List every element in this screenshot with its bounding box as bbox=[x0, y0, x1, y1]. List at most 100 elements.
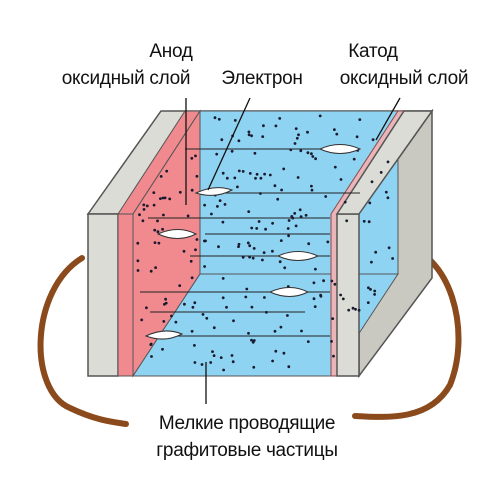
graphite-particle bbox=[142, 208, 146, 211]
graphite-particle bbox=[333, 282, 337, 286]
graphite-particle bbox=[174, 320, 178, 324]
graphite-particle bbox=[212, 326, 216, 330]
graphite-particle bbox=[203, 239, 206, 243]
graphite-particle bbox=[193, 301, 197, 305]
graphite-particle bbox=[326, 240, 330, 244]
graphite-particle bbox=[387, 246, 391, 250]
graphite-particle bbox=[136, 241, 140, 245]
graphite-particle bbox=[210, 212, 213, 216]
graphite-particle bbox=[297, 133, 300, 137]
graphite-particle bbox=[370, 180, 374, 184]
electron bbox=[318, 144, 362, 154]
graphite-particle bbox=[219, 356, 223, 359]
graphite-particle bbox=[182, 249, 186, 253]
graphite-particle bbox=[298, 208, 302, 212]
graphite-particle bbox=[252, 339, 256, 342]
graphite-particle bbox=[183, 302, 186, 306]
graphite-particle bbox=[250, 305, 254, 309]
graphite-particle bbox=[322, 279, 325, 283]
graphite-particle bbox=[178, 284, 182, 287]
graphite-particle bbox=[161, 227, 165, 231]
electron bbox=[276, 251, 320, 261]
graphite-particle bbox=[339, 293, 342, 297]
graphite-particle bbox=[276, 197, 280, 201]
graphite-particle bbox=[257, 220, 261, 223]
graphite-particle bbox=[252, 365, 256, 369]
graphite-particle bbox=[250, 134, 254, 138]
graphite-particle bbox=[324, 195, 328, 198]
graphite-particle bbox=[384, 190, 388, 194]
graphite-particle bbox=[190, 329, 194, 333]
graphite-particle bbox=[313, 305, 317, 308]
graphite-particle bbox=[150, 355, 153, 358]
graphite-particle bbox=[343, 200, 347, 204]
graphite-particle bbox=[331, 317, 335, 320]
graphite-particle bbox=[164, 301, 168, 305]
graphite-particle bbox=[312, 281, 316, 285]
graphite-particle bbox=[254, 176, 257, 180]
graphite-particle bbox=[157, 241, 161, 245]
graphite-particle bbox=[149, 269, 153, 273]
graphite-particle bbox=[136, 269, 140, 272]
graphite-particle bbox=[159, 175, 163, 178]
graphite-particle bbox=[165, 169, 169, 173]
graphite-particle bbox=[253, 151, 257, 155]
graphite-particle bbox=[293, 142, 297, 145]
graphite-particle bbox=[203, 203, 207, 207]
graphite-particle bbox=[217, 245, 220, 249]
graphite-particle bbox=[286, 227, 290, 230]
left-lead-wire bbox=[37, 255, 129, 427]
graphite-particle bbox=[136, 259, 140, 263]
graphite-particle bbox=[186, 214, 190, 218]
graphite-particle bbox=[296, 176, 300, 179]
graphite-particle bbox=[246, 241, 250, 245]
graphite-particle bbox=[362, 219, 366, 223]
graphite-particle bbox=[232, 319, 235, 323]
graphite-particle bbox=[330, 279, 334, 283]
graphite-particle bbox=[190, 156, 194, 160]
graphite-particle bbox=[195, 174, 199, 178]
graphite-particle bbox=[311, 155, 315, 158]
electron bbox=[156, 229, 198, 239]
cathode-oxide-label: оксидный слой bbox=[340, 68, 468, 89]
electron-leader bbox=[207, 97, 251, 191]
graphite-particle bbox=[263, 172, 266, 176]
graphite-particle bbox=[161, 347, 164, 351]
graphite-particle bbox=[273, 184, 277, 188]
graphite-particle bbox=[345, 219, 349, 223]
graphite-particle bbox=[231, 360, 235, 364]
graphite-particle bbox=[247, 133, 251, 137]
graphite-particle bbox=[142, 203, 146, 207]
graphite-particle bbox=[212, 354, 216, 357]
graphite-particle bbox=[295, 136, 299, 140]
graphite-particle bbox=[255, 172, 259, 176]
graphite-particle bbox=[248, 172, 252, 175]
graphite-particle bbox=[271, 359, 274, 363]
graphite-particle bbox=[153, 228, 157, 232]
graphite-particle bbox=[170, 314, 173, 318]
graphite-particle bbox=[354, 307, 357, 311]
graphite-particle bbox=[341, 297, 345, 301]
graphite-particle bbox=[213, 116, 217, 120]
graphite-particle bbox=[164, 297, 168, 301]
graphite-particle bbox=[271, 221, 274, 225]
graphite-particle bbox=[156, 230, 160, 234]
graphite-particle bbox=[314, 157, 317, 161]
graphite-particle bbox=[307, 242, 311, 246]
graphite-particle bbox=[201, 313, 205, 316]
graphite-particle bbox=[211, 350, 214, 353]
graphite-particle bbox=[333, 165, 337, 169]
graphite-particle bbox=[286, 314, 289, 317]
graphite-particle bbox=[279, 239, 283, 243]
graphite-particle bbox=[374, 250, 378, 254]
graphite-particle bbox=[310, 184, 313, 188]
graphite-particle bbox=[250, 226, 254, 230]
graphite-particle bbox=[283, 266, 287, 270]
graphite-particle bbox=[233, 176, 237, 180]
graphite-particle bbox=[163, 196, 167, 200]
graphite-particle bbox=[300, 329, 303, 333]
electron bbox=[194, 187, 234, 196]
cathode-label: Катод bbox=[348, 41, 398, 62]
graphite-particle bbox=[194, 154, 197, 158]
graphite-particle bbox=[195, 238, 199, 241]
